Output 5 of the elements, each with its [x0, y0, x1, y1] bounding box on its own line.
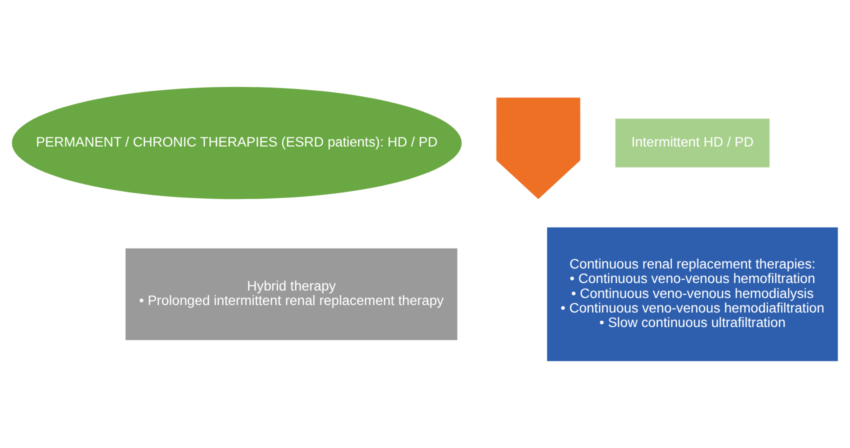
node-box: Continuous renal replacement therapies: • Continuous veno-venous hemofiltration • Continuous veno-venous hemodialysis • Continuous veno-venous hemodiafiltration • Slow continuous ultrafiltration [547, 227, 838, 362]
node-box: Intermittent HD / PD [615, 118, 770, 168]
node-ellipse: PERMANENT / CHRONIC THERAPIES (ESRD patients): HD / PD [12, 86, 462, 200]
node-box: Hybrid therapy • Prolonged intermittent renal replacement therapy [126, 248, 458, 340]
node-arrow [496, 98, 580, 200]
